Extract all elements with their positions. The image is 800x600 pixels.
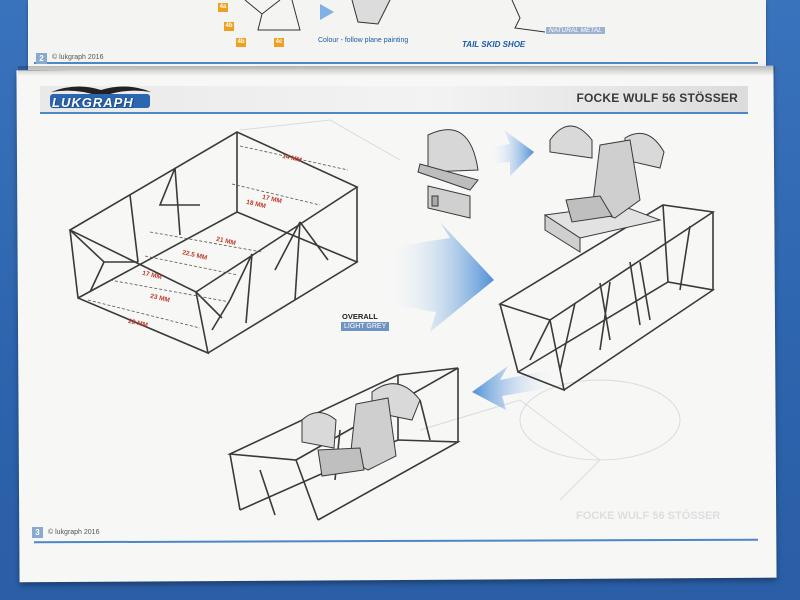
- page-header: FOCKE WULF 56 STÖSSER: [40, 86, 748, 114]
- part-badge: 4b: [236, 38, 246, 47]
- lukgraph-logo: [50, 86, 151, 108]
- arrow-icon: [320, 4, 334, 20]
- fuselage-frame-left: [68, 131, 359, 355]
- copyright: © lukgraph 2016: [48, 529, 100, 536]
- natural-metal-chip: NATURAL METAL: [546, 27, 605, 34]
- part-badge: 4b: [224, 22, 234, 31]
- seat-parts: [417, 129, 479, 219]
- assembly-arrow: [384, 222, 494, 332]
- page-number: 2: [36, 53, 47, 64]
- copyright: © lukgraph 2016: [52, 54, 104, 61]
- fuselage-frame-right: [498, 204, 716, 392]
- light-grey-chip: LIGHT GREY: [341, 322, 390, 331]
- fuselage-frame-bottom: [226, 367, 461, 521]
- top-footer-line: [34, 62, 758, 64]
- colour-note: Colour - follow plane painting: [318, 37, 409, 44]
- step-arrow: [488, 130, 534, 176]
- tail-skid-label: TAIL SKID SHOE: [462, 40, 526, 49]
- page-number: 3: [32, 527, 43, 538]
- ghost-footer-text: FOCKE WULF 56 STÖSSER: [576, 510, 721, 522]
- step-arrow: [472, 366, 560, 410]
- ghost-drawing: [239, 119, 681, 501]
- part-badge: 4c: [274, 38, 284, 47]
- previous-page: [28, 0, 766, 70]
- spine-shadow: [18, 66, 775, 76]
- page-title: FOCKE WULF 56 STÖSSER: [576, 91, 738, 105]
- dimension-lines: [87, 145, 349, 329]
- cockpit-seat: [543, 125, 665, 253]
- overall-label: OVERALL: [342, 312, 378, 321]
- bottom-seat: [301, 383, 421, 477]
- logo-text: LUKGRAPH: [52, 95, 134, 110]
- part-badge: 4a: [218, 3, 228, 12]
